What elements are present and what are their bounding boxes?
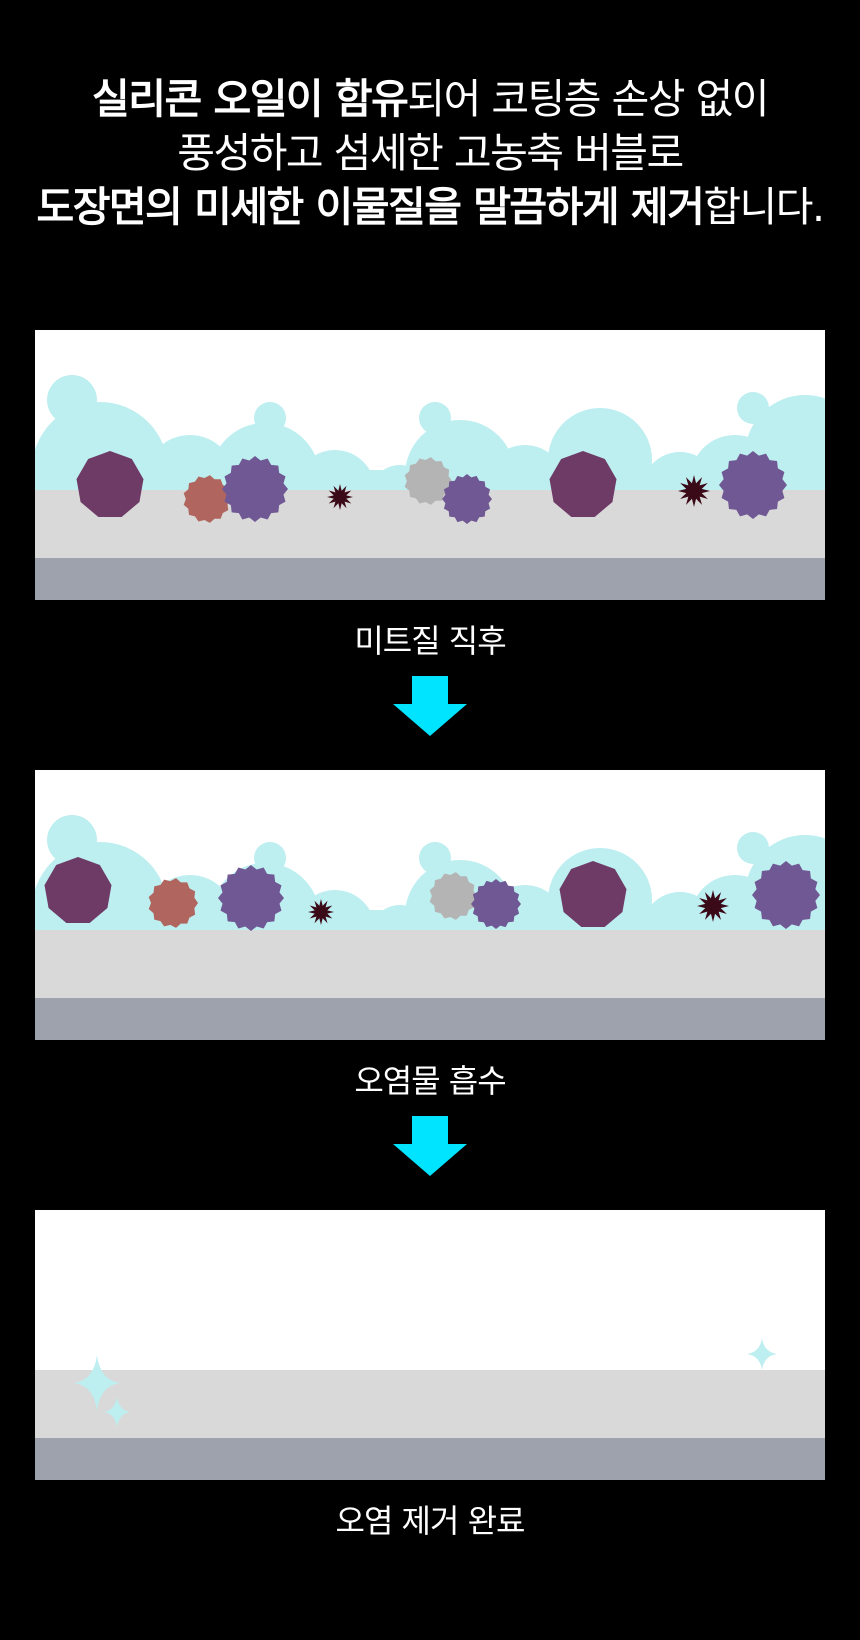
dirt-particle-icon xyxy=(327,484,353,510)
dirt-particle-icon xyxy=(697,890,729,922)
headline-line-1: 실리콘 오일이 함유되어 코팅층 손상 없이 xyxy=(0,72,860,126)
headline-line-3-bold: 도장면의 미세한 이물질을 말끔하게 제거 xyxy=(36,183,704,231)
dirt-particle-icon xyxy=(404,457,452,505)
dirt-particle-icon xyxy=(442,474,492,524)
dirt-particle-icon xyxy=(218,865,284,931)
surface-top xyxy=(35,1370,825,1438)
dirt-particle-icon xyxy=(183,475,231,523)
headline-line-3: 도장면의 미세한 이물질을 말끔하게 제거합니다. xyxy=(0,180,860,234)
dirt-particle-icon xyxy=(678,475,710,507)
dirt-particles xyxy=(76,451,787,524)
dirt-particle-icon xyxy=(222,456,288,522)
surface-base xyxy=(35,1438,825,1480)
dirt-particle-icon xyxy=(44,857,112,923)
dirt-particle-icon xyxy=(471,879,521,929)
caption-step-1: 미트질 직후 xyxy=(354,622,506,660)
headline-line-1-bold: 실리콘 오일이 함유 xyxy=(92,75,409,123)
headline-line-1-regular: 되어 코팅층 손상 없이 xyxy=(407,75,769,123)
dirt-particle-icon xyxy=(308,899,334,925)
dirt-particles xyxy=(44,857,820,931)
dirt-particle-icon xyxy=(148,878,198,928)
surface-base xyxy=(35,998,825,1040)
headline: 실리콘 오일이 함유되어 코팅층 손상 없이 풍성하고 섬세한 고농축 버블로 … xyxy=(0,72,860,234)
sparkle-icon xyxy=(74,1338,777,1427)
down-arrow-icon xyxy=(393,676,467,736)
caption-step-2: 오염물 흡수 xyxy=(354,1062,506,1100)
panel-cleaning-complete xyxy=(35,1210,825,1480)
headline-line-2-regular: 풍성하고 섬세한 고농축 버블로 xyxy=(177,129,684,177)
down-arrow-icon xyxy=(393,1116,467,1176)
dirt-particle-icon xyxy=(549,451,617,517)
dirt-particle-icon xyxy=(752,861,820,929)
panel-after-mitt-wash xyxy=(35,330,825,600)
dirt-particle-icon xyxy=(76,451,144,517)
surface-base xyxy=(35,558,825,600)
headline-line-2: 풍성하고 섬세한 고농축 버블로 xyxy=(0,126,860,180)
dirt-particle-icon xyxy=(429,872,477,920)
surface-top xyxy=(35,930,825,998)
caption-step-3: 오염 제거 완료 xyxy=(335,1502,526,1540)
dirt-particle-icon xyxy=(719,451,787,519)
dirt-particle-icon xyxy=(559,861,627,927)
headline-line-3-regular: 합니다. xyxy=(703,183,825,231)
panel-dirt-absorbed xyxy=(35,770,825,1040)
